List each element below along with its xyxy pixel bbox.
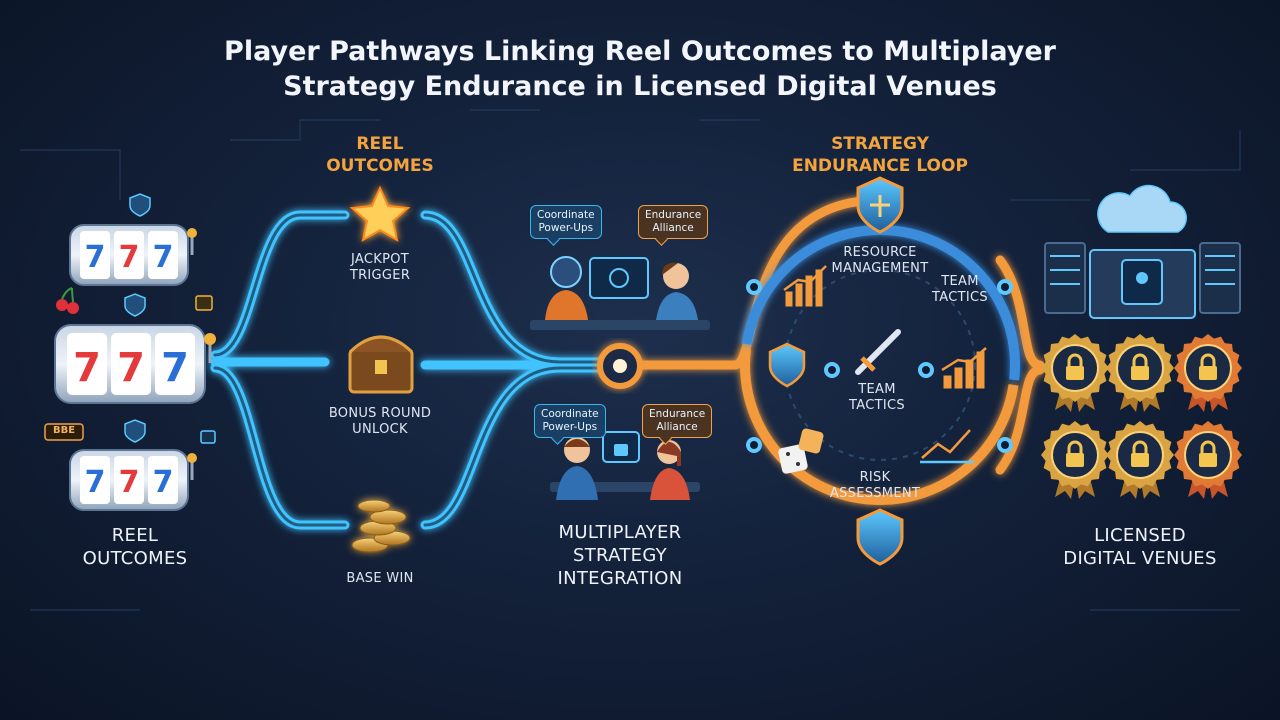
license-badge bbox=[1041, 334, 1109, 412]
multiplayer-line2: STRATEGY bbox=[573, 545, 667, 566]
license-badges bbox=[1041, 334, 1242, 499]
team-center-line1: TEAM bbox=[858, 382, 896, 397]
endurance-alliance-bubble-top: Endurance Alliance bbox=[638, 205, 709, 239]
title-line-1: Player Pathways Linking Reel Outcomes to… bbox=[224, 36, 1056, 67]
bubble-bottom-end-line1: Endurance bbox=[649, 408, 706, 420]
multiplayer-scene-bottom bbox=[550, 431, 700, 500]
reel-outcomes-heading-line1: REEL bbox=[356, 134, 404, 154]
bubble-top-end-line2: Alliance bbox=[652, 222, 694, 234]
diagram-title: Player Pathways Linking Reel Outcomes to… bbox=[0, 34, 1280, 104]
loop-heading-line1: STRATEGY bbox=[831, 134, 929, 154]
risk-line2: ASSESSMENT bbox=[829, 486, 921, 501]
svg-text:7: 7 bbox=[85, 465, 106, 500]
resource-line2: MANAGEMENT bbox=[831, 261, 929, 276]
bubble-top-coord-line2: Power-Ups bbox=[538, 222, 594, 234]
bonus-round-unlock-label: BONUS ROUND UNLOCK bbox=[305, 406, 455, 438]
jackpot-trigger-label: JACKPOT TRIGGER bbox=[320, 252, 440, 284]
cloud-icon bbox=[1097, 184, 1187, 233]
base-win-label: BASE WIN bbox=[346, 571, 414, 586]
risk-assessment-label: RISK ASSESSMENT bbox=[810, 470, 940, 502]
bubble-top-coord-line1: Coordinate bbox=[537, 209, 595, 221]
team-tactics-center-label: TEAM TACTICS bbox=[832, 382, 922, 414]
resource-management-label: RESOURCE MANAGEMENT bbox=[805, 245, 955, 277]
multiplayer-line1: MULTIPLAYER bbox=[558, 522, 682, 543]
shield-icon bbox=[124, 193, 151, 443]
gold-coins-icon bbox=[351, 499, 411, 553]
jackpot-line1: JACKPOT bbox=[351, 252, 409, 267]
bubble-bottom-coord-line1: Coordinate bbox=[541, 408, 599, 420]
loop-shield-top-icon bbox=[856, 176, 904, 234]
team-tactics-right-label: TEAM TACTICS bbox=[915, 274, 1005, 306]
reel-outcomes-label: REEL OUTCOMES bbox=[50, 524, 220, 570]
dice-icon bbox=[778, 428, 824, 474]
multiplayer-strategy-integration-label: MULTIPLAYER STRATEGY INTEGRATION bbox=[530, 521, 710, 590]
cherry-icon bbox=[56, 287, 79, 314]
bbe-tag: BBE bbox=[52, 425, 76, 436]
integration-hub-node bbox=[597, 343, 643, 389]
resource-line1: RESOURCE bbox=[843, 245, 917, 260]
svg-text:7: 7 bbox=[85, 240, 106, 275]
slot-machine-bottom: 7 7 7 bbox=[69, 449, 197, 511]
svg-text:7: 7 bbox=[119, 465, 140, 500]
risk-line1: RISK bbox=[859, 470, 891, 485]
lock-icon bbox=[195, 295, 216, 444]
bonus-line1: BONUS ROUND bbox=[328, 406, 432, 421]
bonus-line2: UNLOCK bbox=[352, 422, 408, 437]
venues-line1: LICENSED bbox=[1094, 525, 1186, 546]
circuit-decoration bbox=[20, 109, 1241, 611]
title-line-2: Strategy Endurance in Licensed Digital V… bbox=[283, 71, 997, 102]
license-badge bbox=[1041, 421, 1109, 499]
reel-outcomes-heading: REEL OUTCOMES bbox=[310, 133, 450, 177]
bubble-bottom-coord-line2: Power-Ups bbox=[542, 421, 598, 433]
svg-text:7: 7 bbox=[153, 465, 174, 500]
growth-chart-icon bbox=[783, 265, 987, 389]
license-badge bbox=[1106, 334, 1174, 412]
reel-label-line2: OUTCOMES bbox=[82, 548, 188, 569]
jackpot-star-icon bbox=[349, 185, 411, 243]
team-right-line2: TACTICS bbox=[932, 290, 988, 305]
padlock-icon bbox=[1066, 366, 1084, 380]
multiplayer-scene-top bbox=[530, 256, 710, 330]
slot-machine-top: 7 7 7 bbox=[69, 224, 197, 286]
loop-shield-bottom-icon bbox=[856, 508, 904, 566]
loop-heading-line2: ENDURANCE LOOP bbox=[792, 156, 968, 176]
trend-line-icon bbox=[920, 429, 974, 464]
strategy-endurance-loop-heading: STRATEGY ENDURANCE LOOP bbox=[790, 133, 970, 177]
coordinate-power-ups-bubble-top: Coordinate Power-Ups bbox=[530, 205, 602, 239]
treasure-chest-icon bbox=[348, 335, 414, 394]
license-badge bbox=[1174, 421, 1242, 499]
bubble-top-end-line1: Endurance bbox=[645, 209, 702, 221]
padlock-icon bbox=[1199, 453, 1217, 467]
loop-nodes bbox=[746, 279, 1013, 453]
svg-text:7: 7 bbox=[117, 345, 145, 391]
svg-text:7: 7 bbox=[119, 240, 140, 275]
team-center-line2: TACTICS bbox=[849, 398, 905, 413]
reel-label-line1: REEL bbox=[111, 525, 159, 546]
license-badge bbox=[1174, 334, 1242, 412]
multiplayer-line3: INTEGRATION bbox=[557, 568, 683, 589]
sword-icon bbox=[855, 329, 901, 375]
team-right-line1: TEAM bbox=[941, 274, 979, 289]
slot-machine-middle: 7 7 7 bbox=[54, 324, 216, 404]
licensed-digital-venues-label: LICENSED DIGITAL VENUES bbox=[1045, 524, 1235, 570]
loop-shield-left-icon bbox=[768, 342, 806, 388]
reel-outcomes-heading-line2: OUTCOMES bbox=[326, 156, 434, 176]
venues-line2: DIGITAL VENUES bbox=[1063, 548, 1217, 569]
bubble-bottom-end-line2: Alliance bbox=[656, 421, 698, 433]
padlock-icon bbox=[1131, 366, 1149, 380]
endurance-alliance-bubble-bottom: Endurance Alliance bbox=[642, 404, 713, 438]
padlock-icon bbox=[1066, 453, 1084, 467]
padlock-icon bbox=[1199, 366, 1217, 380]
padlock-icon bbox=[1131, 453, 1149, 467]
svg-text:7: 7 bbox=[153, 240, 174, 275]
jackpot-line2: TRIGGER bbox=[349, 268, 411, 283]
license-badge bbox=[1106, 421, 1174, 499]
coordinate-power-ups-bubble-bottom: Coordinate Power-Ups bbox=[534, 404, 606, 438]
bbe-tag-box bbox=[44, 423, 84, 441]
server-rack-icon bbox=[1044, 242, 1241, 319]
svg-text:7: 7 bbox=[161, 345, 189, 391]
svg-text:7: 7 bbox=[73, 345, 101, 391]
